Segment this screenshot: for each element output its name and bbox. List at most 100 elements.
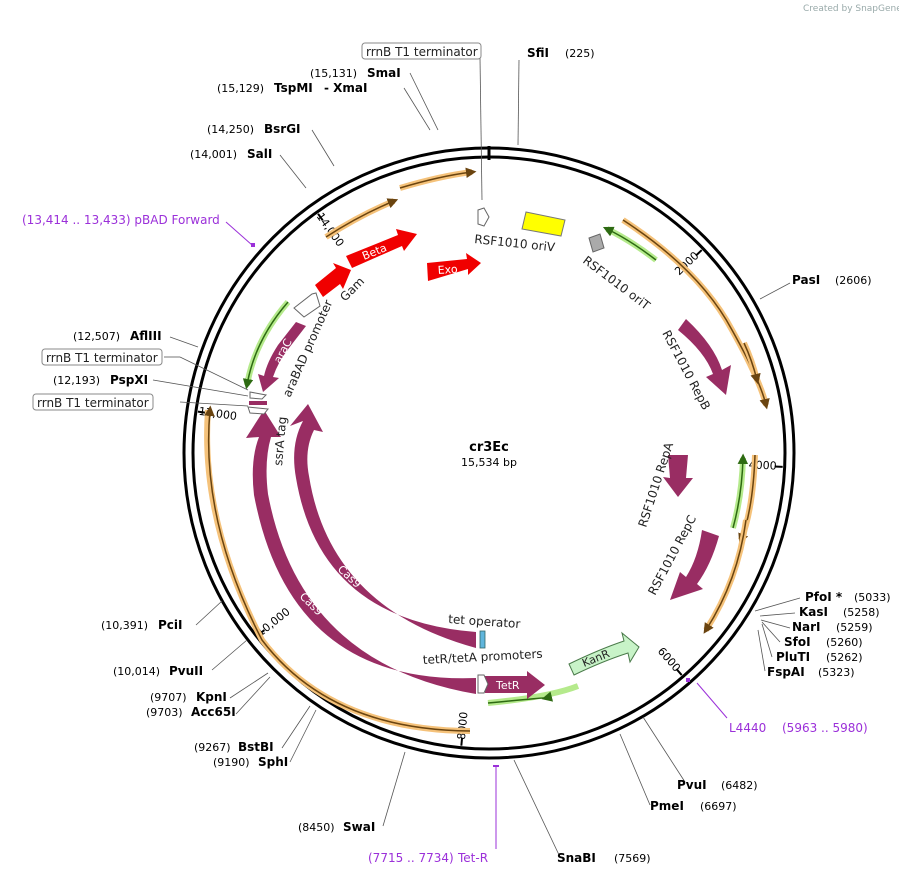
pbad-primer-mark	[251, 243, 255, 247]
sali-name: SalI	[247, 147, 272, 161]
gam-arrow	[315, 263, 351, 297]
orf-layer	[204, 167, 770, 734]
plasmid-size: 15,534 bp	[461, 456, 517, 469]
tick-label: 8000	[455, 711, 471, 740]
tet-operator-feature	[479, 630, 486, 649]
pvuii-pos: (10,014)	[113, 665, 160, 678]
rrnb-top-text: rrnB T1 terminator	[366, 45, 478, 59]
pvui-name: PvuI	[677, 778, 707, 792]
snapgene-credit: Created by SnapGene	[803, 4, 899, 14]
bstbi-pos: (9267)	[194, 741, 231, 754]
kanr-arrow	[568, 631, 640, 676]
orf-arc-2	[324, 198, 396, 240]
tetr-arrow	[485, 671, 545, 699]
kpni-pos: (9707)	[150, 691, 187, 704]
tspmi-pos: (15,129)	[217, 82, 264, 95]
pluti-pos: (5262)	[826, 651, 863, 664]
pvui-pos: (6482)	[721, 779, 758, 792]
rrnb-top-feature	[477, 207, 490, 227]
xmai-name: - XmaI	[324, 81, 367, 95]
feature-layer	[246, 207, 731, 699]
orf-arc-6-line	[703, 519, 747, 634]
repa-arrow	[663, 455, 693, 497]
pasi-pos: (2606)	[835, 274, 872, 287]
pspxi-name: PspXI	[110, 373, 148, 387]
l4440-primer-mark	[686, 678, 690, 682]
rrnb-mid2-box: rrnB T1 terminator	[32, 393, 154, 411]
swai-pos: (8450)	[298, 821, 335, 834]
orf-green-2	[730, 457, 746, 529]
nari-name: NarI	[792, 620, 821, 634]
pspxi-pos: (12,193)	[53, 374, 100, 387]
orit-label: RSF1010 oriT	[580, 253, 653, 313]
tet-operator-label: tet operator	[448, 612, 521, 631]
swai-name: SwaI	[343, 820, 375, 834]
kpni-name: KpnI	[196, 690, 227, 704]
sfoi-name: SfoI	[784, 635, 811, 649]
repb-arrow	[678, 319, 731, 395]
orf-arc-7-line	[204, 405, 471, 732]
orf-arc-4-line	[743, 342, 761, 385]
tspmi-name: TspMI	[274, 81, 313, 95]
tick-label: 12,000	[198, 405, 238, 423]
tick-mark	[695, 249, 703, 257]
snabi-pos: (7569)	[614, 852, 651, 865]
orf-green-4-line	[487, 691, 554, 704]
tetr-primer-label: Tet-R	[457, 851, 488, 865]
pmei-pos: (6697)	[700, 800, 737, 813]
l4440-primer-label: L4440	[729, 721, 766, 735]
oriv-feature	[521, 211, 566, 237]
sfii-pos: (225)	[565, 47, 595, 60]
leader-lines	[152, 57, 801, 858]
primer-lines	[225, 221, 728, 849]
cas9-outer-arrow	[246, 410, 476, 694]
sali-pos: (14,001)	[190, 148, 237, 161]
orf-green-3-line	[242, 301, 289, 390]
tick-mark	[675, 668, 683, 676]
tet-promoter-feature	[477, 674, 489, 694]
exo-arrow	[427, 253, 481, 281]
nari-pos: (5259)	[836, 621, 873, 634]
bsrgi-name: BsrGI	[264, 122, 301, 136]
pcii-name: PciI	[158, 618, 183, 632]
tick-mark	[460, 737, 464, 746]
orf-arc-3-line	[622, 219, 770, 410]
kasi-name: KasI	[799, 605, 828, 619]
ssra-feature	[249, 401, 267, 405]
pluti-name: PluTI	[776, 650, 810, 664]
rrnb-mid1-box: rrnB T1 terminator	[41, 348, 163, 366]
bsrgi-pos: (14,250)	[207, 123, 254, 136]
plasmid-name: cr3Ec	[469, 440, 509, 455]
beta-label: Beta	[360, 241, 388, 263]
oriv-label: RSF1010 oriV	[474, 232, 557, 254]
beta-arrow	[346, 229, 417, 268]
pvuii-name: PvuII	[169, 664, 203, 678]
smai-pos: (15,131)	[310, 67, 357, 80]
bstbi-name: BstBI	[238, 740, 274, 754]
kanr-label: KanR	[580, 647, 612, 670]
sphi-name: SphI	[258, 755, 288, 769]
acc65i-pos: (9703)	[146, 706, 183, 719]
orf-green-1-line	[602, 226, 657, 261]
sfii-name: SfiI	[527, 46, 549, 60]
rrnb-mid-feature-2	[247, 406, 269, 415]
tick-label: 6000	[655, 645, 683, 675]
kasi-pos: (5258)	[843, 606, 880, 619]
sphi-pos: (9190)	[213, 756, 250, 769]
pbad-primer-label: (13,414 .. 13,433) pBAD Forward	[22, 213, 220, 227]
rrnb-mid2-text: rrnB T1 terminator	[37, 396, 149, 410]
sfoi-pos: (5260)	[826, 636, 863, 649]
orf-arc-2-line	[325, 198, 399, 238]
snabi-name: SnaBI	[557, 851, 596, 865]
tetr-primer-range: (7715 .. 7734)	[368, 851, 454, 865]
ssra-label: ssrA tag	[271, 416, 289, 466]
smai-name: SmaI	[367, 66, 401, 80]
orf-arc-1-line	[399, 167, 477, 189]
pasi-name: PasI	[792, 273, 820, 287]
arabad-promoter-feature	[293, 292, 321, 318]
aflii-name: AflIII	[130, 329, 162, 343]
repc-arrow	[670, 530, 719, 600]
tetr-primer-mark	[493, 765, 499, 767]
fspai-name: FspAI	[767, 665, 805, 679]
site-labels-right: SfiI (225) PasI (2606) PfoI * (5033) Kas…	[527, 46, 891, 865]
